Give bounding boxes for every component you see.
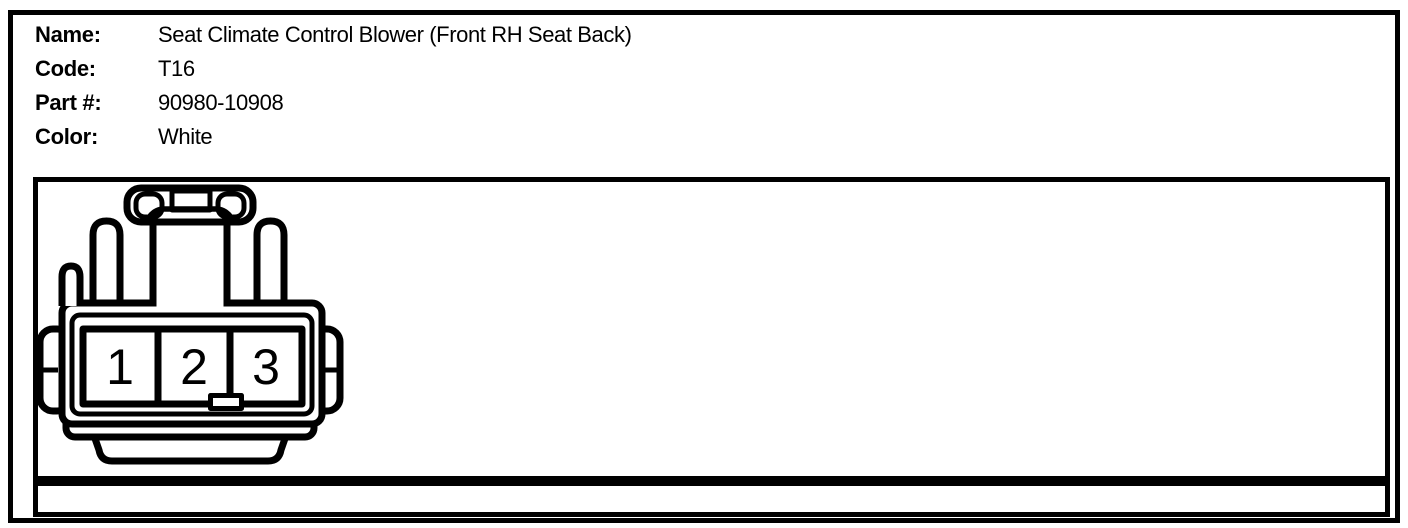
color-value: White: [158, 124, 213, 149]
part-number-value: 90980-10908: [158, 90, 284, 115]
pin-1-label: 1: [106, 339, 134, 395]
pin-cavity-row: [79, 325, 306, 408]
info-row-code: Code: T16: [35, 52, 632, 86]
info-row-part-number: Part #: 90980-10908: [35, 86, 632, 120]
lock-cap-right-lobe: [215, 191, 247, 220]
connector-info-block: Name: Seat Climate Control Blower (Front …: [35, 18, 632, 154]
color-label: Color:: [35, 124, 98, 149]
connector-diagram: 1 2 3: [36, 184, 344, 465]
name-label: Name:: [35, 22, 101, 47]
connector-key-notch: [208, 393, 244, 411]
code-label: Code:: [35, 56, 96, 81]
lock-cap-left-lobe: [133, 191, 165, 220]
lock-cap-bottom-bar: [147, 206, 233, 218]
connector-right-prong: [253, 217, 288, 300]
name-value: Seat Climate Control Blower (Front RH Se…: [158, 22, 632, 47]
empty-footer-strip: [33, 481, 1390, 517]
connector-left-prong: [89, 217, 124, 300]
connector-hook: [58, 262, 84, 306]
info-row-color: Color: White: [35, 120, 632, 154]
code-value: T16: [158, 56, 195, 81]
info-row-name: Name: Seat Climate Control Blower (Front …: [35, 18, 632, 52]
connector-inner-outline: [69, 312, 315, 417]
part-number-label: Part #:: [35, 90, 102, 115]
pin-2-label: 2: [180, 339, 208, 395]
pin-3-label: 3: [252, 339, 280, 395]
